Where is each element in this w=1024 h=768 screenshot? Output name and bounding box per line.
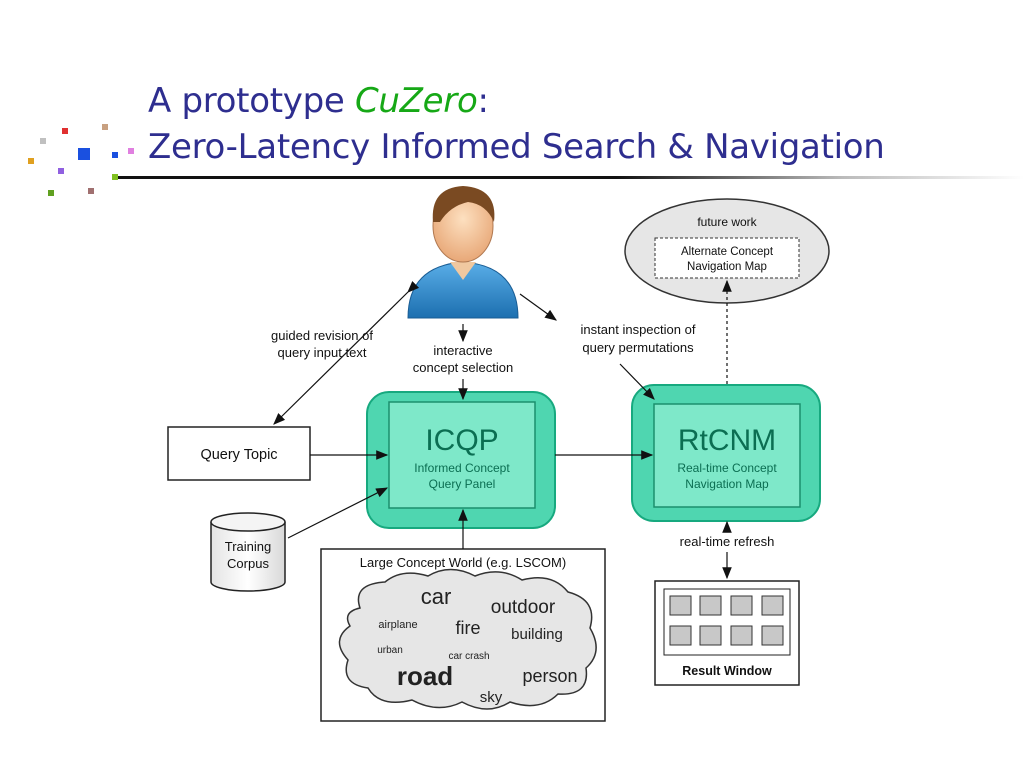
- slide-title: A prototype CuZero: Zero-Latency Informe…: [148, 78, 885, 170]
- icqp-panel: ICQP Informed Concept Query Panel: [366, 391, 556, 529]
- training-corpus-line1: Training: [225, 539, 271, 554]
- word-outdoor: outdoor: [491, 597, 556, 618]
- arrow-to-user-right: [519, 293, 557, 321]
- concept-world-box: Large Concept World (e.g. LSCOM) car out…: [320, 548, 606, 722]
- result-thumbnails: [669, 595, 784, 646]
- training-corpus-line2: Corpus: [227, 556, 269, 571]
- arrow-corpus-icqp: [287, 487, 389, 539]
- training-corpus-cylinder: Training Corpus: [210, 512, 286, 592]
- arrow-user-querytopic: [273, 281, 420, 425]
- interactive-line1: interactive: [433, 343, 492, 358]
- title-line-1: A prototype CuZero:: [148, 81, 489, 121]
- query-topic-box: Query Topic: [167, 426, 311, 481]
- title-line-2: Zero-Latency Informed Search & Navigatio…: [148, 127, 885, 167]
- icqp-line2: Query Panel: [429, 477, 496, 491]
- word-urban: urban: [377, 645, 403, 656]
- concept-cloud: [338, 568, 597, 710]
- future-work-ellipse: future work Alternate Concept Navigation…: [624, 198, 830, 304]
- icqp-acronym: ICQP: [425, 424, 498, 457]
- word-building: building: [511, 626, 563, 643]
- result-window-label: Result Window: [682, 664, 772, 678]
- word-car-crash: car crash: [448, 651, 489, 662]
- rtcnm-panel: RtCNM Real-time Concept Navigation Map: [631, 384, 821, 522]
- rtcnm-line1: Real-time Concept: [677, 461, 777, 475]
- alternate-map-box: [654, 237, 800, 279]
- title-italic-cuzero: CuZero: [354, 81, 478, 121]
- realtime-refresh-label: real-time refresh: [680, 534, 775, 549]
- connectors: [273, 279, 732, 580]
- future-work-label: future work: [697, 215, 757, 229]
- rtcnm-acronym: RtCNM: [678, 424, 776, 457]
- word-person: person: [522, 666, 577, 686]
- interactive-line2: concept selection: [413, 360, 513, 375]
- arrow-to-rtcnm: [619, 363, 655, 400]
- guided-revision-line2: query input text: [278, 345, 367, 360]
- word-sky: sky: [480, 689, 503, 706]
- word-airplane: airplane: [378, 619, 417, 631]
- word-fire: fire: [455, 618, 480, 638]
- word-road: road: [397, 661, 453, 691]
- instant-inspection-line2: query permutations: [582, 340, 694, 355]
- title-underline: [118, 176, 1024, 179]
- rtcnm-line2: Navigation Map: [685, 477, 769, 491]
- word-car: car: [421, 584, 452, 609]
- query-topic-label: Query Topic: [200, 447, 277, 463]
- alternate-map-line1: Alternate Concept: [681, 246, 774, 258]
- instant-inspection-line1: instant inspection of: [581, 322, 696, 337]
- icqp-line1: Informed Concept: [414, 461, 510, 475]
- alternate-map-line2: Navigation Map: [687, 261, 767, 273]
- concept-world-title: Large Concept World (e.g. LSCOM): [360, 555, 566, 570]
- result-window: Result Window: [654, 580, 800, 686]
- user-avatar-icon: [407, 186, 519, 319]
